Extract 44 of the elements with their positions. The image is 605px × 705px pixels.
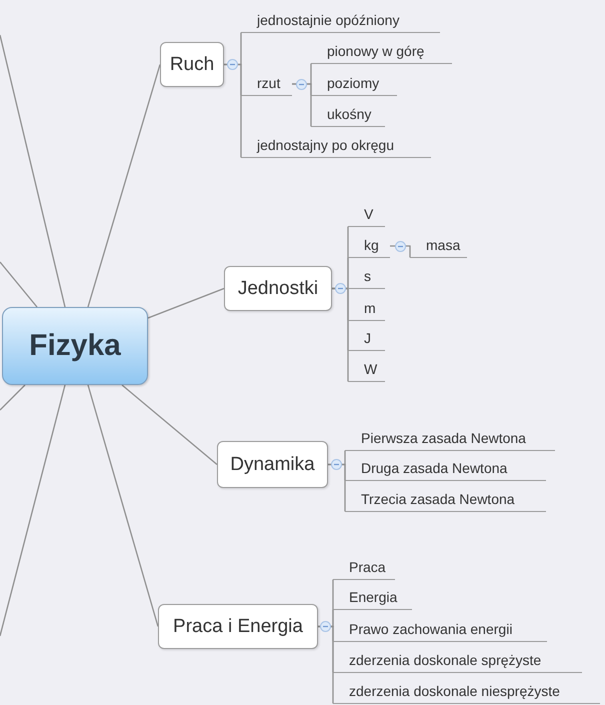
subtopic-label: Trzecia zasada Newtona (345, 488, 546, 512)
topic-box (224, 266, 332, 311)
subtopic-label: W (348, 358, 385, 382)
connector-line (148, 288, 224, 319)
subtopic-label: jednostajny po okręgu (241, 134, 431, 158)
subtopic-label: pionowy w górę (311, 40, 452, 64)
topic-label: Praca i Energia (173, 616, 303, 638)
central-topic-label: Fizyka (29, 329, 121, 363)
connector-line (0, 34, 66, 308)
connector-line (87, 384, 159, 627)
subtopic-label: rzut (241, 72, 292, 96)
subtopic-label: Energia (333, 586, 412, 610)
topic-box (217, 441, 328, 488)
subtopic-label: zderzenia doskonale niesprężyste (333, 680, 600, 704)
topic-label: Jednostki (238, 278, 318, 300)
subtopic-label: Druga zasada Newtona (345, 457, 546, 481)
connector-line (0, 384, 66, 636)
connector-line (332, 288, 349, 382)
subtopic-label: m (348, 297, 385, 321)
topic-label: Ruch (170, 54, 214, 76)
subtopic-label: ukośny (311, 103, 385, 127)
subtopic-label: poziomy (311, 72, 397, 96)
connector-line (0, 384, 26, 410)
connector-line (0, 262, 38, 308)
connector-line (224, 64, 242, 158)
subtopic-label: zderzenia doskonale sprężyste (333, 649, 582, 673)
central-topic-box (2, 307, 148, 385)
subtopic-label: s (348, 265, 385, 289)
connector-line (328, 464, 346, 512)
subtopic-label: Pierwsza zasada Newtona (345, 427, 555, 451)
connector-line (292, 83, 312, 126)
subtopic-label: masa (410, 234, 467, 258)
topic-box (158, 604, 318, 649)
topic-box (160, 42, 224, 87)
subtopic-label: J (348, 327, 385, 351)
subtopic-label: Praca (333, 556, 395, 580)
connector-line (122, 384, 218, 465)
topic-label: Dynamika (230, 454, 315, 476)
subtopic-label: V (348, 203, 385, 227)
subtopic-label: jednostajnie opóźniony (241, 9, 440, 33)
connector-line (87, 64, 161, 308)
subtopic-label: kg (348, 234, 390, 258)
connector-line (318, 626, 334, 704)
subtopic-label: Prawo zachowania energii (333, 618, 547, 642)
